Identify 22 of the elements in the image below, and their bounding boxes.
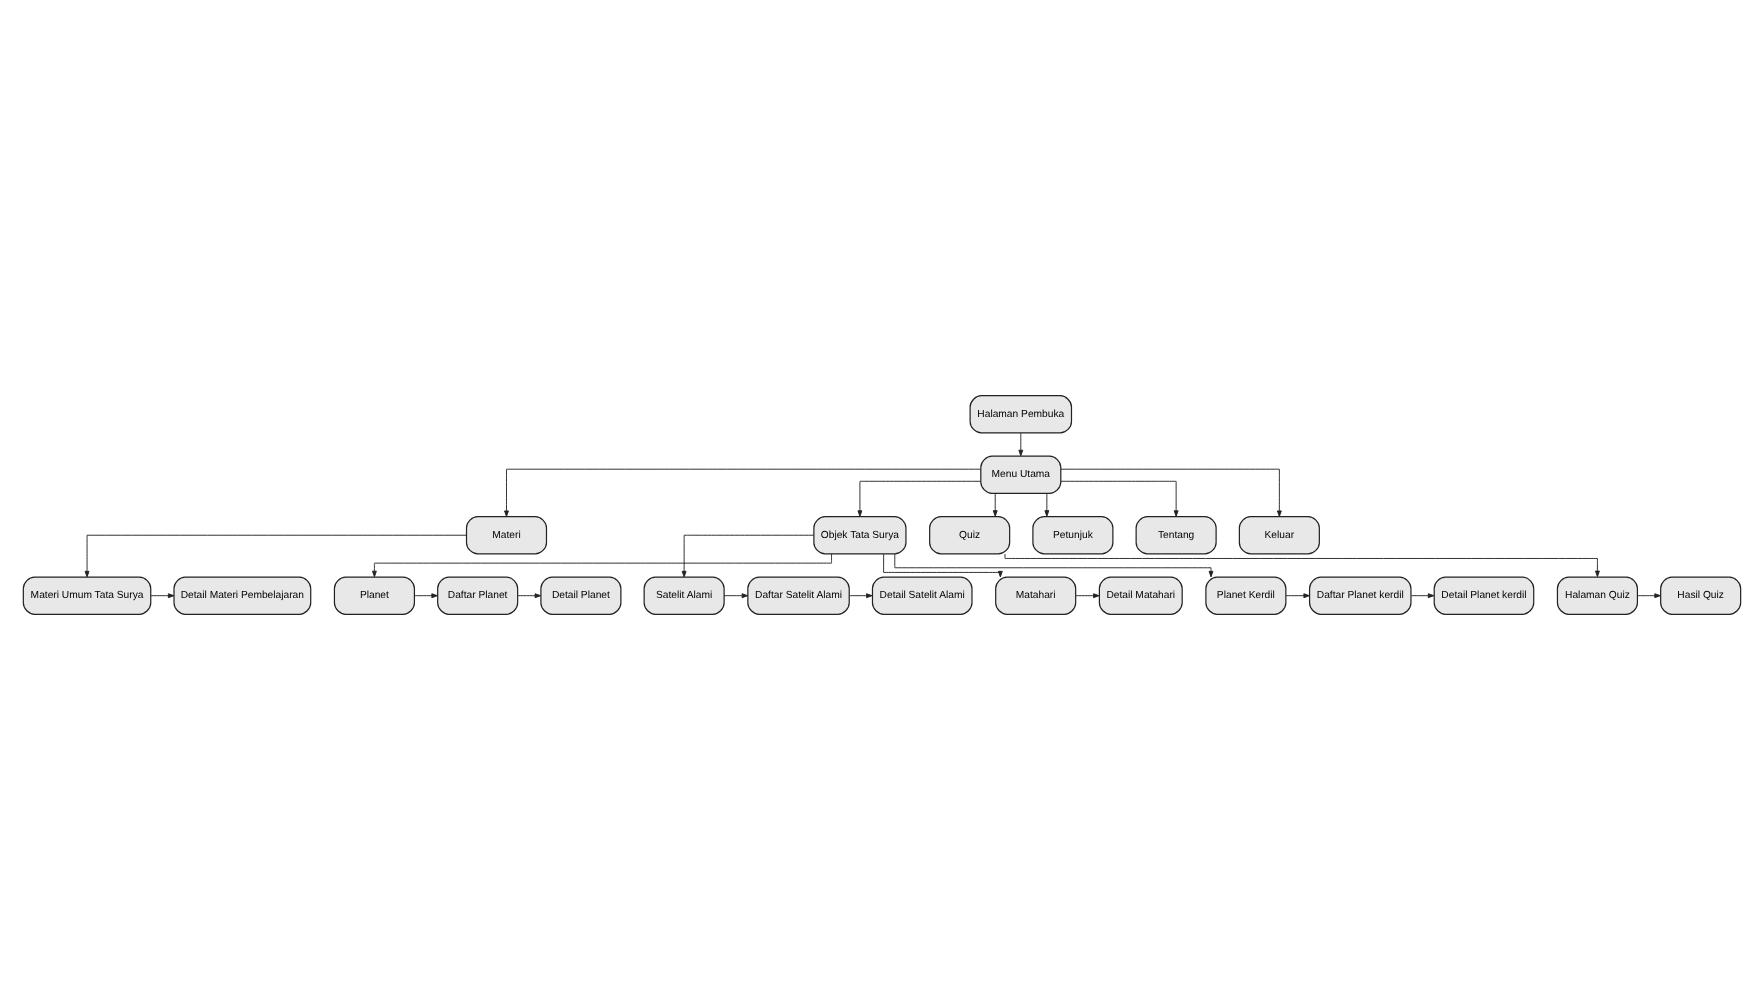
arrow [84,533,467,577]
arrow [883,552,1003,577]
arrow [1410,592,1435,598]
arrow [1060,467,1282,516]
arrow [849,592,873,598]
arrow [857,479,982,516]
arrow [723,592,749,598]
arrow [1044,492,1050,516]
arrow [681,533,815,577]
arrow [150,592,175,598]
arrow [1285,592,1310,598]
arrow [992,492,998,516]
arrow [372,552,832,577]
arrow [1060,479,1179,516]
arrow [1018,431,1024,456]
arrow [1075,592,1100,598]
arrow [1637,592,1661,598]
arrow [1004,552,1600,577]
arrow [894,552,1214,577]
arrow [517,592,542,598]
arrow [414,592,438,598]
arrow [504,467,981,516]
